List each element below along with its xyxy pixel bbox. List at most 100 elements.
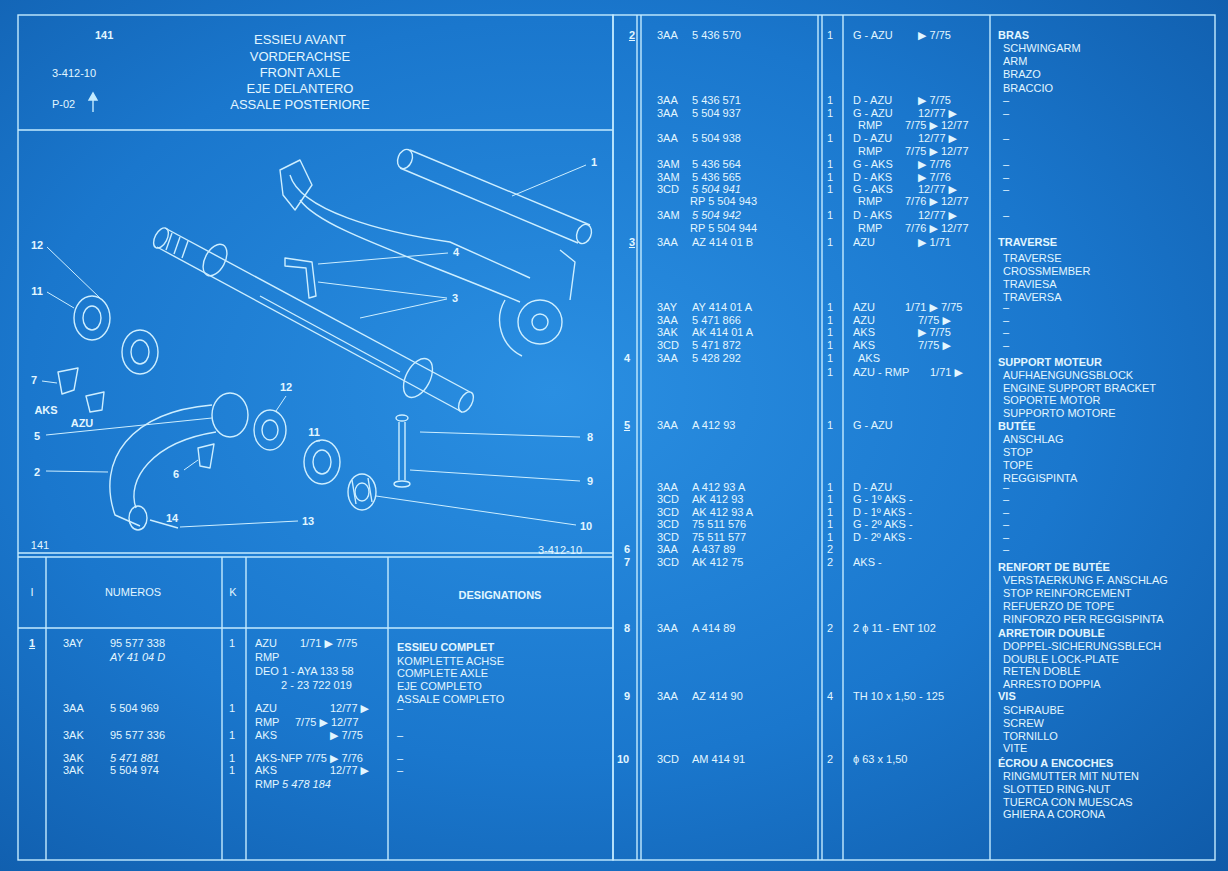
axle-illustration-part [74, 296, 110, 340]
callout-number: 1 [591, 155, 597, 169]
table-text: AKS [853, 325, 875, 339]
table-text: 3AA [657, 689, 678, 703]
callout-number: 4 [453, 245, 459, 259]
table-text: SUPPORTO MOTORE [1003, 406, 1115, 420]
axle-illustration-part [368, 478, 372, 502]
callout-number: 8 [587, 430, 593, 444]
table-text: 3AM [657, 157, 680, 171]
table-text: – [397, 728, 403, 742]
table-text: 3CD [657, 517, 679, 531]
table-text: 3AK [63, 763, 84, 777]
table-text: AK 412 93 A [692, 505, 753, 519]
table-text: 1 [827, 418, 833, 432]
leader-lines-part [376, 496, 576, 525]
table-text: 2 [629, 28, 635, 42]
table-text: 3AY [657, 300, 677, 314]
table-text: 12/77 ▶ [918, 131, 957, 145]
axle-illustration-part [182, 241, 188, 258]
table-frame-part [18, 552, 613, 553]
axle-illustration-part [348, 474, 376, 510]
table-text: GHIERA A CORONA [1003, 807, 1105, 821]
axle-illustration-part [58, 368, 78, 394]
table-text: AZU [255, 701, 277, 715]
table-text: 3AA [657, 418, 678, 432]
table-text: 1 [229, 728, 235, 742]
table-text: 3AA [657, 351, 678, 365]
table-text: 5 471 866 [692, 313, 741, 327]
table-text: RENFORT DE BUTÉE [998, 560, 1110, 574]
callout-number: AKS [34, 403, 57, 417]
table-text: 12/77 ▶ [330, 701, 369, 715]
table-text: 1 [827, 338, 833, 352]
table-frame-part [18, 556, 613, 557]
leader-lines-part [42, 381, 57, 383]
table-text: 75 511 576 [692, 517, 746, 531]
table-text: 12/77 ▶ [918, 182, 957, 196]
table-text: CROSSMEMBER [1003, 264, 1090, 278]
table-text: 3CD [657, 530, 679, 544]
table-text: 3AA [657, 106, 678, 120]
table-text: AZU [853, 300, 875, 314]
axle-illustration-part [304, 440, 340, 484]
table-text: 5 504 937 [692, 106, 741, 120]
table-text: ▶ 7/76 [918, 170, 951, 184]
axle-illustration-part [285, 258, 316, 298]
table-text: ASSALE POSTERIORE [230, 97, 369, 113]
table-text: 1 [827, 530, 833, 544]
table-text: – [1003, 170, 1009, 184]
table-text: ENGINE SUPPORT BRACKET [1003, 381, 1156, 395]
table-text: 1 [827, 235, 833, 249]
table-text: ESSIEU AVANT [254, 32, 346, 48]
table-text: ANSCHLAG [1003, 432, 1064, 446]
table-text: 3AK [63, 728, 84, 742]
table-text: RMP [858, 118, 882, 132]
table-text: ÉCROU A ENCOCHES [998, 756, 1113, 770]
leader-lines-part [410, 470, 580, 481]
table-text: RMP [858, 144, 882, 158]
table-text: 2 [827, 752, 833, 766]
table-text: G - AZU [853, 106, 893, 120]
table-text: 3-412-10 [52, 66, 96, 80]
table-frame-part [817, 15, 818, 860]
leader-lines [42, 165, 586, 527]
table-text: AKS-NFP 7/75 ▶ 7/76 [255, 751, 363, 765]
table-text: 3AK [63, 751, 84, 765]
table-frame-part [18, 627, 613, 628]
table-text: ϕ 63 x 1,50 [853, 752, 907, 766]
table-text: – [397, 701, 403, 715]
table-text: AZU - RMP [853, 365, 909, 379]
table-text: 7/76 ▶ 12/77 [905, 221, 969, 235]
table-text: 3CD [657, 492, 679, 506]
table-text: RINFORZO PER REGGISPINTA [1003, 612, 1164, 626]
axle-illustration-part [396, 415, 408, 421]
table-text: REGGISPINTA [1003, 471, 1077, 485]
table-text: ▶ 7/75 [918, 28, 951, 42]
callout-number: 11 [31, 284, 43, 298]
table-text: A 412 93 A [692, 480, 745, 494]
axle-illustration-part [122, 330, 158, 374]
table-text: – [1003, 542, 1009, 556]
table-text: SCREW [1003, 716, 1044, 730]
table-text: ▶ 7/75 [330, 728, 363, 742]
table-text: DOUBLE LOCK-PLATE [1003, 652, 1119, 666]
table-text: TRAVIESA [1003, 277, 1057, 291]
table-text: 1 [827, 170, 833, 184]
leader-lines-part [512, 165, 586, 196]
table-text: TRAVERSE [998, 235, 1057, 249]
table-text: 3 [629, 235, 635, 249]
table-frame-part [221, 557, 222, 860]
table-text: AK 412 93 [692, 492, 743, 506]
table-text: 5 436 564 [692, 157, 741, 171]
table-text: 1 [827, 93, 833, 107]
table-frame-part [18, 129, 613, 130]
table-frame-part [245, 557, 246, 860]
table-text: D - AKS [853, 170, 892, 184]
table-text: D - 2º AKS - [853, 530, 912, 544]
table-text: AK 414 01 A [692, 325, 753, 339]
table-text: 9 [624, 689, 630, 703]
table-text: 2 [827, 555, 833, 569]
table-text: 7 [624, 555, 630, 569]
up-arrow [89, 93, 97, 112]
axle-illustration-part [151, 225, 172, 250]
